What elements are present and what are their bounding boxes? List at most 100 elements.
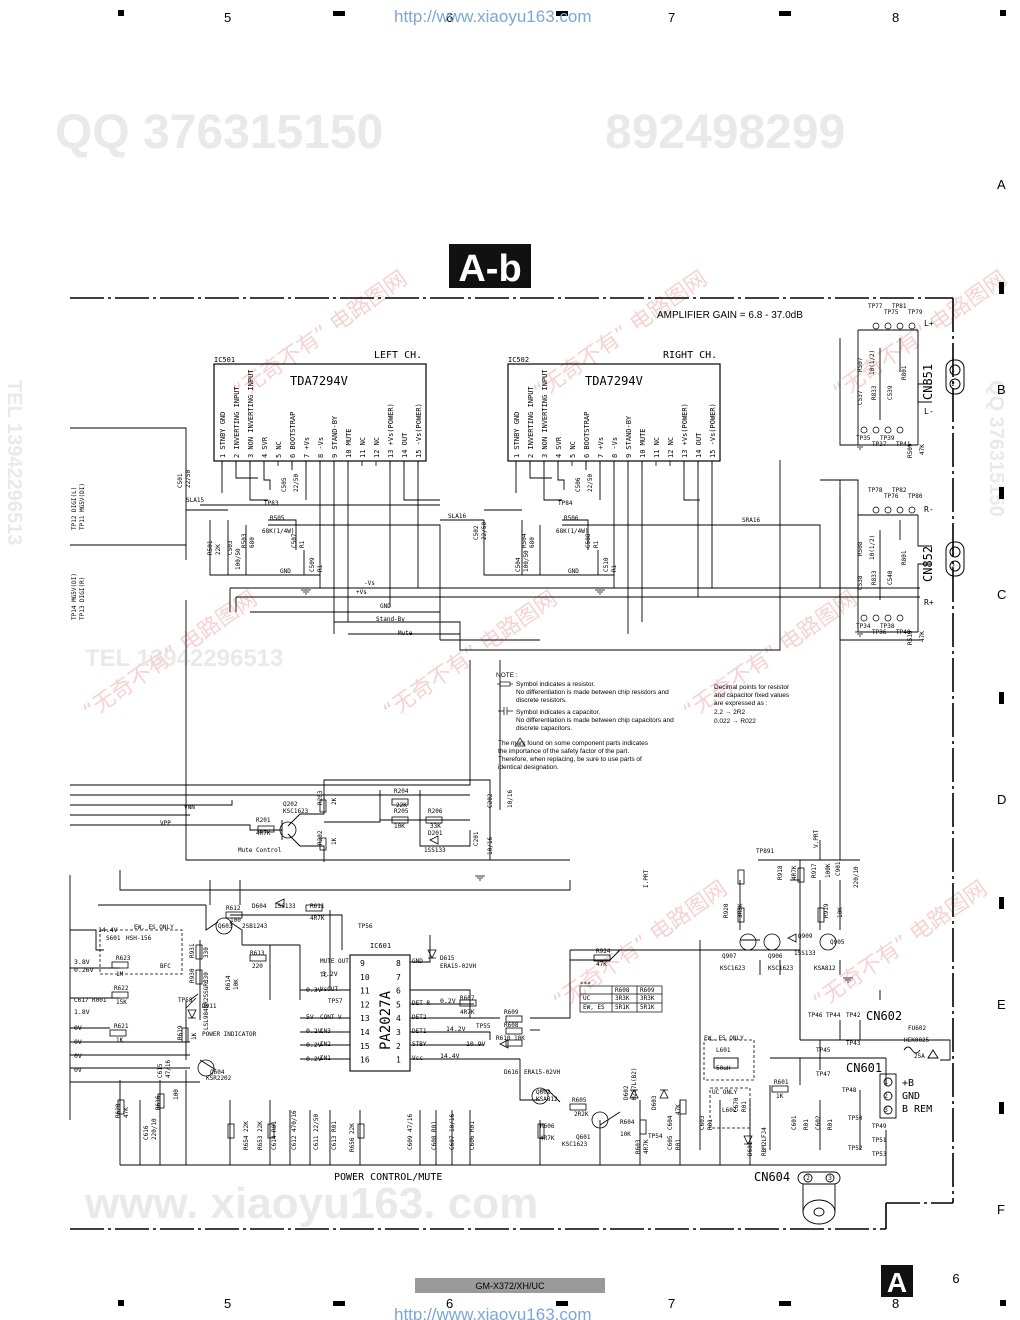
c508-ref: C508	[585, 533, 592, 548]
r621-ref: R621	[114, 1023, 129, 1030]
r622-val: 15K	[116, 999, 127, 1006]
warning-triangle-icon	[514, 737, 526, 747]
vpp-label: VPP	[160, 820, 171, 827]
c614-val: R01	[271, 1121, 278, 1132]
grid-tick-right-2	[999, 487, 1004, 499]
c501-ref: C501	[177, 473, 184, 488]
tp44-label: TP44	[826, 1012, 841, 1019]
test-point-icon	[896, 322, 904, 330]
source-url-bottom[interactable]: http://www.xiaoyu163.com	[394, 1305, 591, 1320]
grid-tick-top-1	[118, 10, 124, 16]
bus-stand-by: Stand-By	[376, 616, 405, 623]
c504-ref: C504	[515, 557, 522, 572]
note-safety-2: the importance of the safety factor of t…	[498, 748, 629, 755]
ew-es-only-label: EW, ES ONLY	[134, 924, 174, 931]
grid-tick-right-1	[999, 282, 1004, 294]
r614-ref: R614	[225, 975, 232, 990]
table-head-r609: R609	[640, 987, 655, 994]
r622-ref: R622	[114, 985, 129, 992]
standby-labels: TP891 R918 4R7K R917 100K C901 220/10 R9…	[580, 830, 860, 988]
cn852-label: CN852	[921, 546, 935, 582]
fuse-warning-icon	[927, 1049, 939, 1059]
tp11-label: TP11 MG5V(DI)	[79, 483, 86, 530]
vnn-label: VNN	[184, 804, 195, 811]
s601-part: HSH-156	[126, 935, 152, 942]
r605-val: 2R2K	[574, 1111, 589, 1118]
r917-ref: R917	[811, 863, 818, 878]
s601-ref: S601	[106, 935, 121, 942]
voltage-label: 0.2V	[306, 1055, 322, 1063]
sla16-label: SLA16	[448, 513, 466, 520]
tp13-label: TP13 DIGI(R)	[79, 577, 86, 620]
r918-val: 4R7K	[791, 865, 798, 880]
l601-val: 50uH	[716, 1065, 731, 1072]
watermark-qq-vertical-right: QQ 376315150	[985, 380, 1007, 517]
ic501-pins-pin-5: 5 NC	[275, 441, 283, 458]
test-point-icon	[872, 322, 880, 330]
q604-icon	[197, 1059, 215, 1077]
r601-ref: R601	[774, 1079, 789, 1086]
test-point-label: TP75	[884, 309, 899, 316]
voltage-label: 0.2V	[440, 997, 456, 1005]
r833-r-ref: R833	[871, 570, 878, 585]
d601-part: RBM2LFJ4	[761, 1127, 768, 1156]
amp-left-part-labels: C501 22/50 SLA15 C505 22/50 TP83 R505 68…	[177, 470, 324, 575]
tp54-label: TP54	[648, 1133, 663, 1140]
bus-minus-vs: -Vs	[364, 580, 375, 587]
tp46-label: TP46	[808, 1012, 823, 1019]
c604-ref: C604	[667, 1115, 674, 1130]
c603-val: R01	[707, 1119, 714, 1130]
tp42-label: TP42	[846, 1012, 861, 1019]
c201-ref: C201	[473, 831, 480, 846]
r204-ref: R204	[394, 788, 409, 795]
bus-plus-vs: +Vs	[356, 589, 367, 596]
q202-icon	[279, 821, 297, 839]
c611-ref: C611	[313, 1135, 320, 1150]
uc-only-supply: UC ONLY	[712, 1089, 738, 1096]
c670-ref: C670	[733, 1097, 740, 1112]
source-url-top[interactable]: http://www.xiaoyu163.com	[394, 7, 591, 26]
tp14-label: TP14 MG5V(DI)	[71, 573, 78, 620]
ic502-pins-pin-14: 14 OUT	[695, 432, 703, 458]
c509-ref: C509	[309, 557, 316, 572]
d616-ref: D616	[504, 1069, 519, 1076]
c901-ref: C901	[835, 861, 842, 876]
test-point-icon	[884, 506, 892, 514]
r610-val: 10K	[514, 1035, 525, 1042]
r510-val: 47K	[919, 631, 926, 642]
d602-part: HZS7L(B2)	[631, 1067, 638, 1100]
cn604-body	[797, 1171, 841, 1185]
r612-val: 100	[230, 917, 241, 924]
ic601-pin-number: 3	[396, 1028, 401, 1037]
ic601-left-pin-label: VsOUT	[320, 986, 338, 993]
test-point-icon	[860, 426, 868, 434]
r506-val: 68K(1/4W)	[556, 528, 589, 535]
watermark-qq: QQ 376315150	[55, 106, 383, 159]
r620-val: 47K	[123, 1107, 130, 1118]
r604-val: 10K	[620, 1131, 631, 1138]
r501-val: 22K	[215, 544, 222, 555]
ic502-pins-pin-5: 5 NC	[569, 441, 577, 458]
r603-ref: R603	[635, 1139, 642, 1154]
r611-ref: R611	[310, 903, 325, 910]
ic601-ref: IC601	[370, 942, 391, 950]
q202-ref: Q202	[283, 801, 298, 808]
note-decimal-2: and capacitor fixed values	[714, 692, 790, 699]
d201-ref: D201	[428, 830, 443, 837]
svg-text:3: 3	[828, 1175, 832, 1182]
tp58-label: TP58	[178, 997, 193, 1004]
ground-icon	[855, 631, 865, 637]
test-point-label: TP39	[880, 435, 895, 442]
col-label-7-top: 7	[668, 10, 675, 25]
ic501-pins-pin-2: 2 INVERTING INPUT	[233, 386, 241, 458]
grid-tick-top-2	[333, 11, 345, 16]
l-minus-label: L-	[924, 407, 934, 416]
cn601-body	[879, 1073, 897, 1119]
test-point-icon	[908, 506, 916, 514]
c605-ref: C605	[667, 1135, 674, 1150]
voltage-label: 10.9V	[466, 1040, 486, 1048]
r619-ref: R619	[177, 1025, 184, 1040]
